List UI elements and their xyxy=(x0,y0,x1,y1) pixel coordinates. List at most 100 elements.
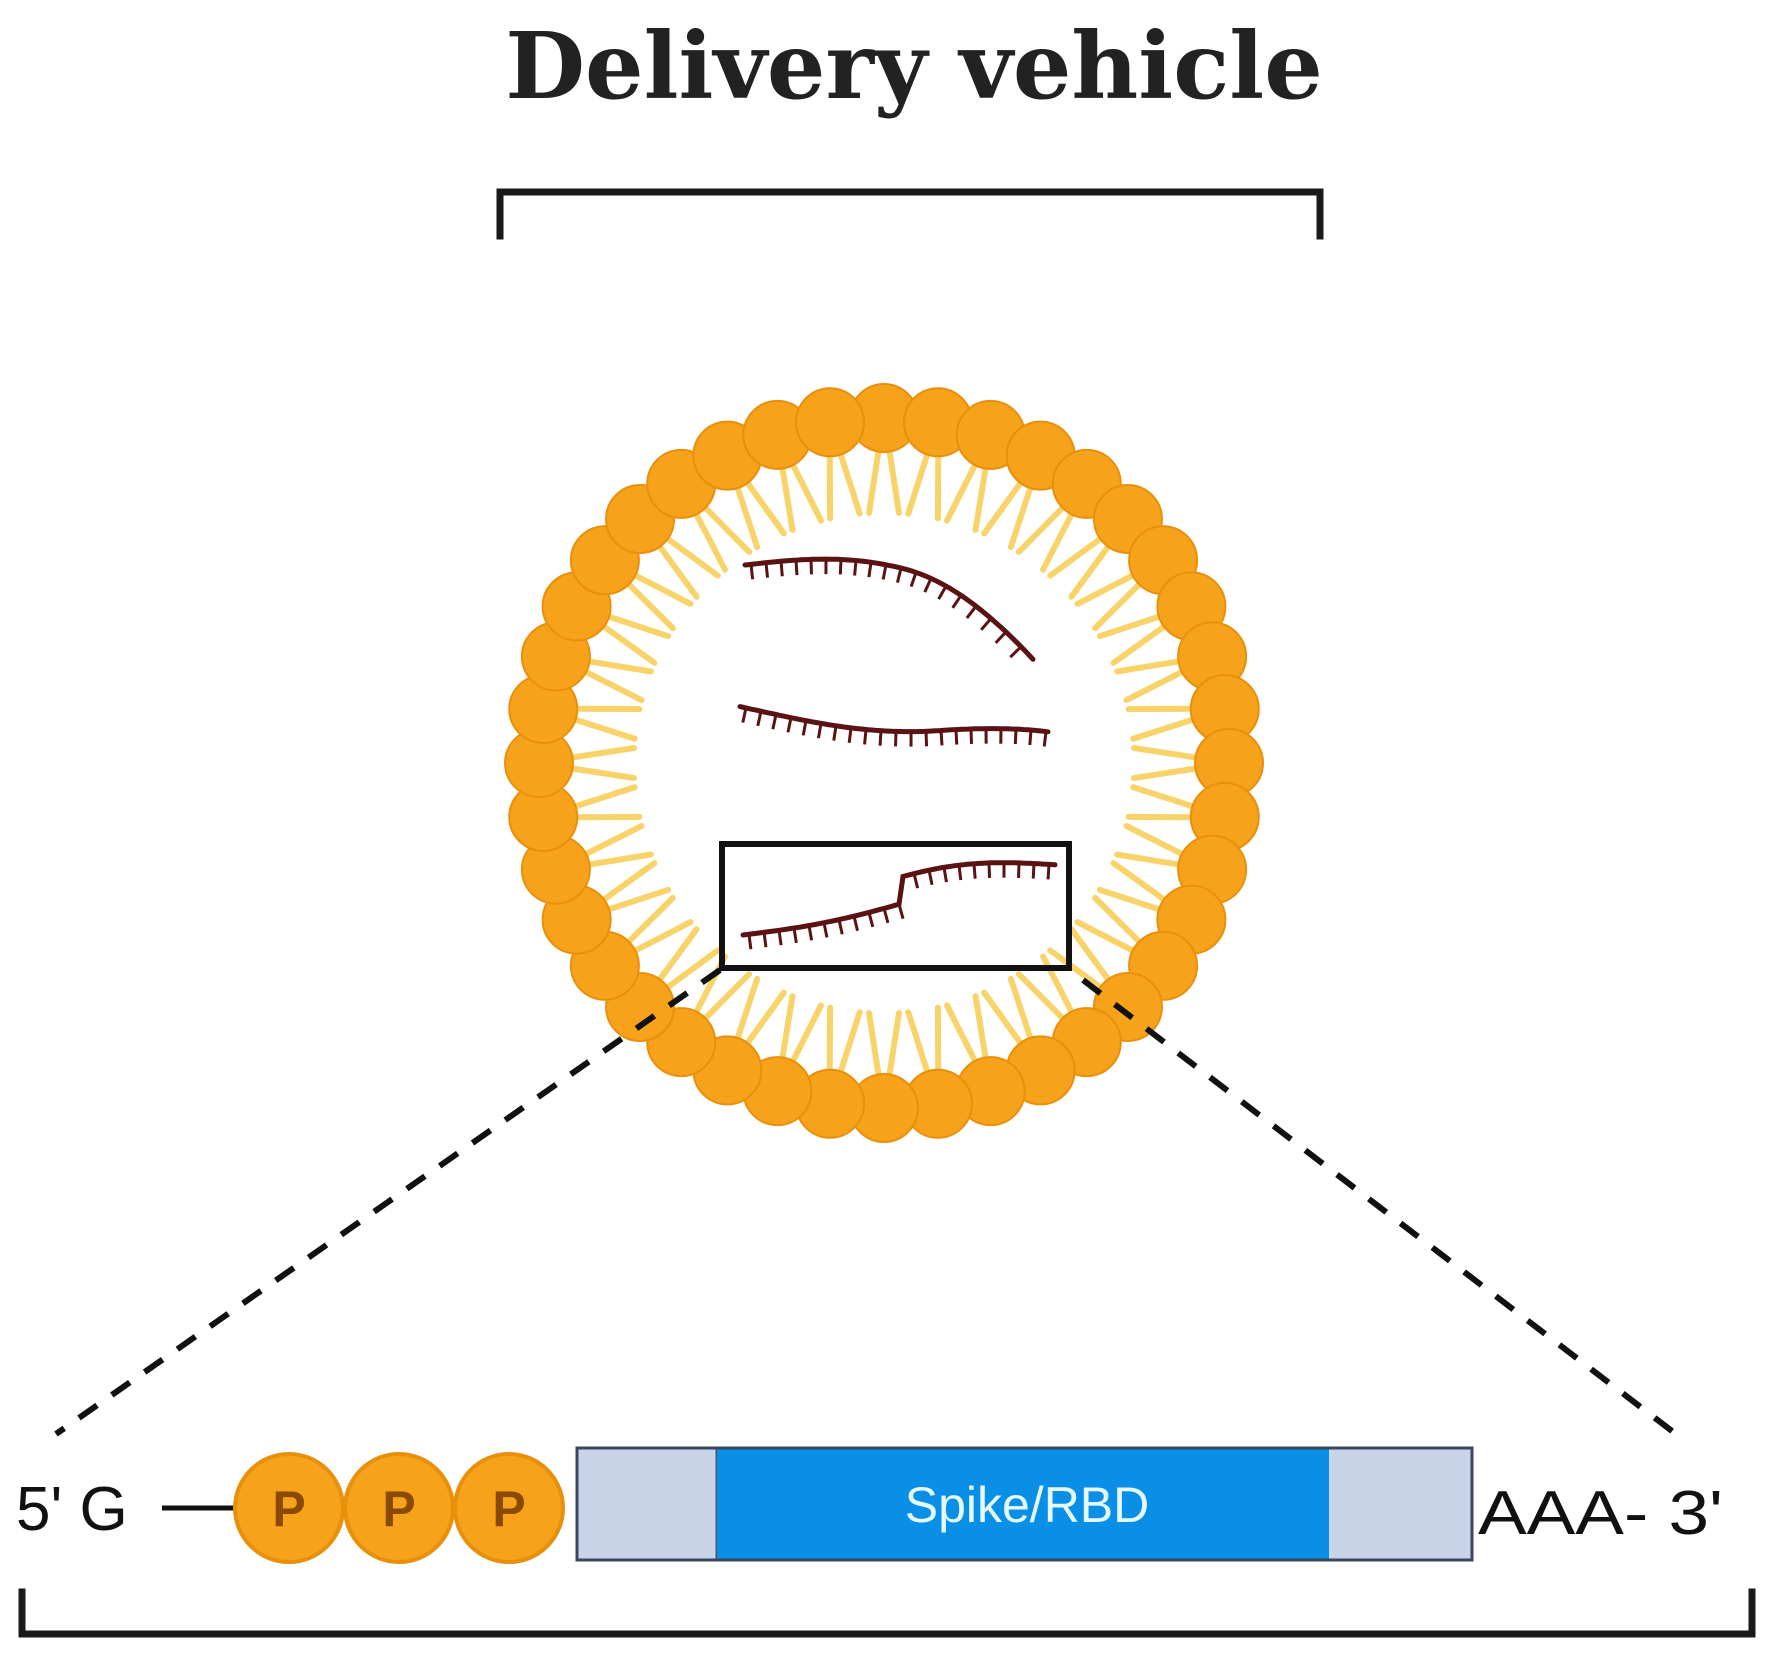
rna-base xyxy=(1009,645,1023,659)
lipid-tail xyxy=(1130,784,1199,811)
zoom-line-right xyxy=(1081,977,1687,1444)
lipid-tail xyxy=(1015,502,1069,555)
lipid-tail xyxy=(981,477,1026,537)
lipid-tail xyxy=(598,860,658,905)
lipid-tail xyxy=(1110,860,1170,905)
lipid-tail xyxy=(582,657,654,675)
rna-base xyxy=(801,720,808,736)
rna-base xyxy=(756,710,763,727)
lipid-tail xyxy=(972,461,990,533)
rna-base xyxy=(807,925,814,941)
lipid-tail xyxy=(733,481,761,551)
bottom-bracket-icon xyxy=(18,1588,1756,1638)
lipid-tail xyxy=(602,886,672,914)
lipid-tail xyxy=(598,621,658,666)
lipid-tail xyxy=(1130,715,1199,742)
lipid-tail xyxy=(569,715,638,742)
rna-base xyxy=(816,723,823,739)
lipid-tail xyxy=(886,445,902,516)
phosphate-label: P xyxy=(272,1481,305,1537)
lipid-tail xyxy=(943,458,980,524)
rna-base xyxy=(779,561,784,577)
rna-base xyxy=(777,930,783,946)
rna-base xyxy=(987,862,992,878)
phosphate-icon: P xyxy=(233,1452,345,1564)
rna-base xyxy=(954,729,959,745)
lipid-tail xyxy=(1092,894,1145,948)
rna-base xyxy=(972,863,977,879)
lipid-tail xyxy=(1015,971,1069,1024)
lipid-tail xyxy=(1131,745,1202,761)
rna-base xyxy=(942,867,948,883)
phosphate-icon: P xyxy=(343,1452,455,1564)
lipid-tail xyxy=(733,975,761,1045)
coding-region-label: Spike/RBD xyxy=(905,1477,1150,1533)
rna-base xyxy=(924,731,929,747)
rna-base xyxy=(1046,864,1051,880)
highlight-box xyxy=(719,841,1072,971)
lipid-tail xyxy=(742,477,787,537)
rna-base xyxy=(822,922,829,938)
lipid-tail xyxy=(972,993,990,1065)
lipid-tail xyxy=(582,851,654,869)
rna-base xyxy=(1042,731,1048,747)
lipid-tail xyxy=(654,926,700,986)
lipid-bilayer-icon xyxy=(504,383,1264,1143)
rna-base xyxy=(863,729,868,745)
phosphate-group: P P P xyxy=(233,1452,565,1564)
lipid-tail xyxy=(1068,540,1114,600)
rna-base xyxy=(741,707,748,723)
rna-base xyxy=(771,714,778,730)
lipid-tails xyxy=(566,445,1202,1081)
lipid-tail xyxy=(579,667,645,704)
rna-base xyxy=(1031,863,1036,879)
lipid-tail xyxy=(778,993,796,1065)
lipid-tail xyxy=(602,612,672,640)
lipid-tail xyxy=(1110,621,1170,666)
lipid-tail xyxy=(886,1010,902,1081)
lipid-tail xyxy=(788,1002,825,1068)
rna-base xyxy=(792,927,798,944)
lipid-tail xyxy=(742,989,787,1049)
rna-base xyxy=(764,562,770,578)
rna-base xyxy=(923,577,933,593)
lipid-tail xyxy=(1114,851,1186,869)
utr-5-region xyxy=(575,1446,719,1562)
rna-base xyxy=(794,560,799,576)
rna-base xyxy=(937,585,948,600)
lipid-tail xyxy=(1007,481,1035,551)
rna-base xyxy=(1028,729,1033,746)
rna-base xyxy=(965,605,978,620)
lipid-tail xyxy=(788,458,825,524)
mrna-construct: 5' G P P P Spike/RBD AAA- 3' xyxy=(16,1446,1723,1564)
rna-base xyxy=(912,873,920,889)
lipid-head xyxy=(795,387,866,458)
rna-base xyxy=(847,727,853,743)
rna-base xyxy=(837,919,844,935)
lipid-tail xyxy=(836,448,863,517)
lipid-tail xyxy=(1114,657,1186,675)
diagram-title: Delivery vehicle xyxy=(505,12,1323,120)
lipid-tail xyxy=(1096,612,1166,640)
rna-backbone xyxy=(742,556,1036,662)
rna-base xyxy=(867,562,873,578)
rna-strands xyxy=(737,556,1058,950)
rna-strand-icon xyxy=(740,860,1058,950)
rna-backbone xyxy=(740,860,1058,938)
rna-base xyxy=(881,564,888,580)
lipid-tail xyxy=(629,919,694,956)
lipid-tail xyxy=(661,947,721,993)
lipid-tail xyxy=(623,894,676,948)
rna-base xyxy=(909,571,918,588)
lipid-tail xyxy=(1040,508,1077,573)
rna-base xyxy=(882,907,890,924)
lipid-tail xyxy=(629,570,694,607)
lipid-tail xyxy=(623,578,676,632)
rna-base xyxy=(832,725,838,741)
lipid-tail xyxy=(943,1002,980,1068)
lipid-tail xyxy=(866,445,882,516)
five-prime-label: 5' G xyxy=(16,1475,128,1544)
lipid-tail xyxy=(1047,533,1107,579)
phosphate-label: P xyxy=(492,1481,525,1537)
lipid-tail xyxy=(1074,919,1139,956)
